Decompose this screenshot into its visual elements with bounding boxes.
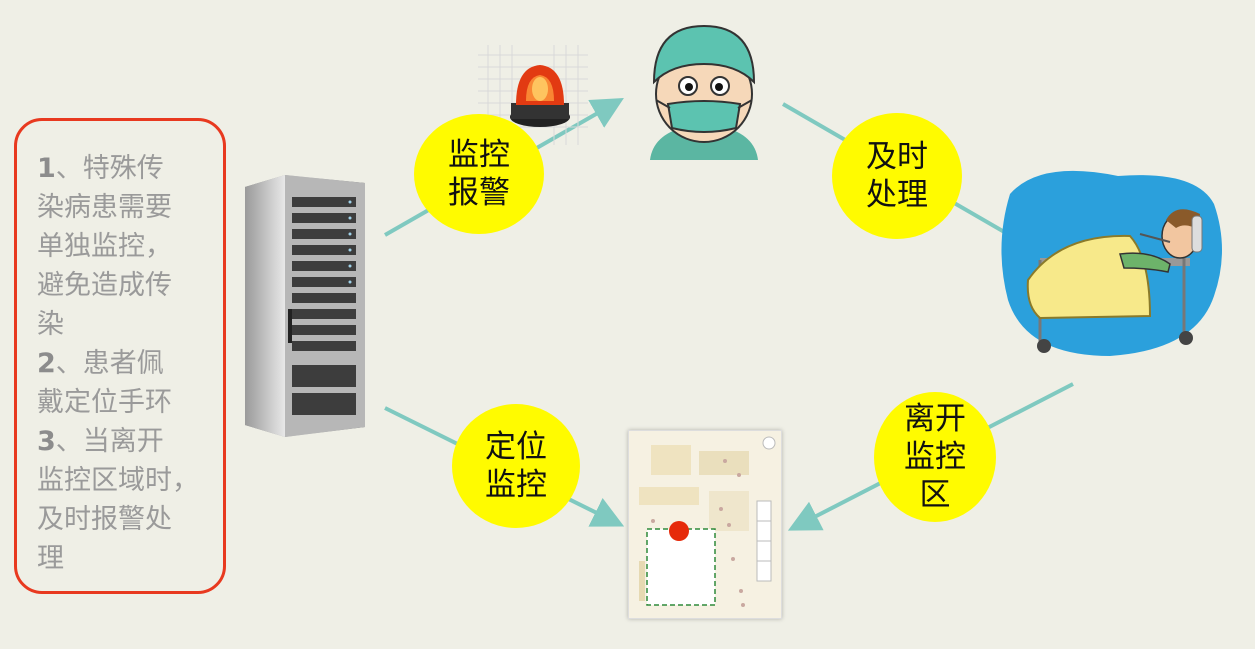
note-line: 及时报警处	[37, 504, 172, 535]
note-line: 避免造成传	[37, 270, 172, 301]
note-line: 3、当离开	[37, 426, 164, 457]
bubble-monitor-alarm: 监控 报警	[414, 114, 544, 234]
bubble-label: 离开	[904, 401, 966, 437]
bubble-label: 监控	[448, 137, 510, 173]
server-icon	[240, 175, 365, 437]
bubble-leave-zone: 离开 监控 区	[874, 392, 996, 522]
bubble-label: 及时	[866, 139, 928, 175]
note-line: 染	[37, 309, 64, 340]
doctor-icon	[640, 20, 768, 160]
patient-bed-icon	[1000, 150, 1230, 360]
bubble-label: 监控	[485, 467, 547, 503]
bubble-label: 区	[919, 477, 951, 513]
note-line: 戴定位手环	[37, 387, 172, 418]
note-line: 染病患需要	[37, 192, 172, 223]
requirements-note: 1、特殊传 染病患需要 单独监控， 避免造成传 染 2、患者佩 戴定位手环 3、…	[14, 118, 226, 594]
bubble-label: 处理	[866, 177, 928, 213]
bubble-label: 定位	[485, 429, 547, 465]
note-line: 1、特殊传	[37, 153, 164, 184]
note-line: 理	[37, 543, 64, 574]
bubble-label: 报警	[448, 175, 510, 211]
bubble-locate-monitor: 定位 监控	[452, 404, 580, 528]
indoor-map-icon	[628, 430, 782, 619]
bubble-timely-handle: 及时 处理	[832, 113, 962, 239]
note-line: 2、患者佩	[37, 348, 164, 379]
note-line: 监控区域时，	[37, 465, 199, 496]
alarm-light-icon	[478, 45, 588, 145]
bubble-label: 监控	[904, 439, 966, 475]
note-line: 单独监控，	[37, 231, 172, 262]
